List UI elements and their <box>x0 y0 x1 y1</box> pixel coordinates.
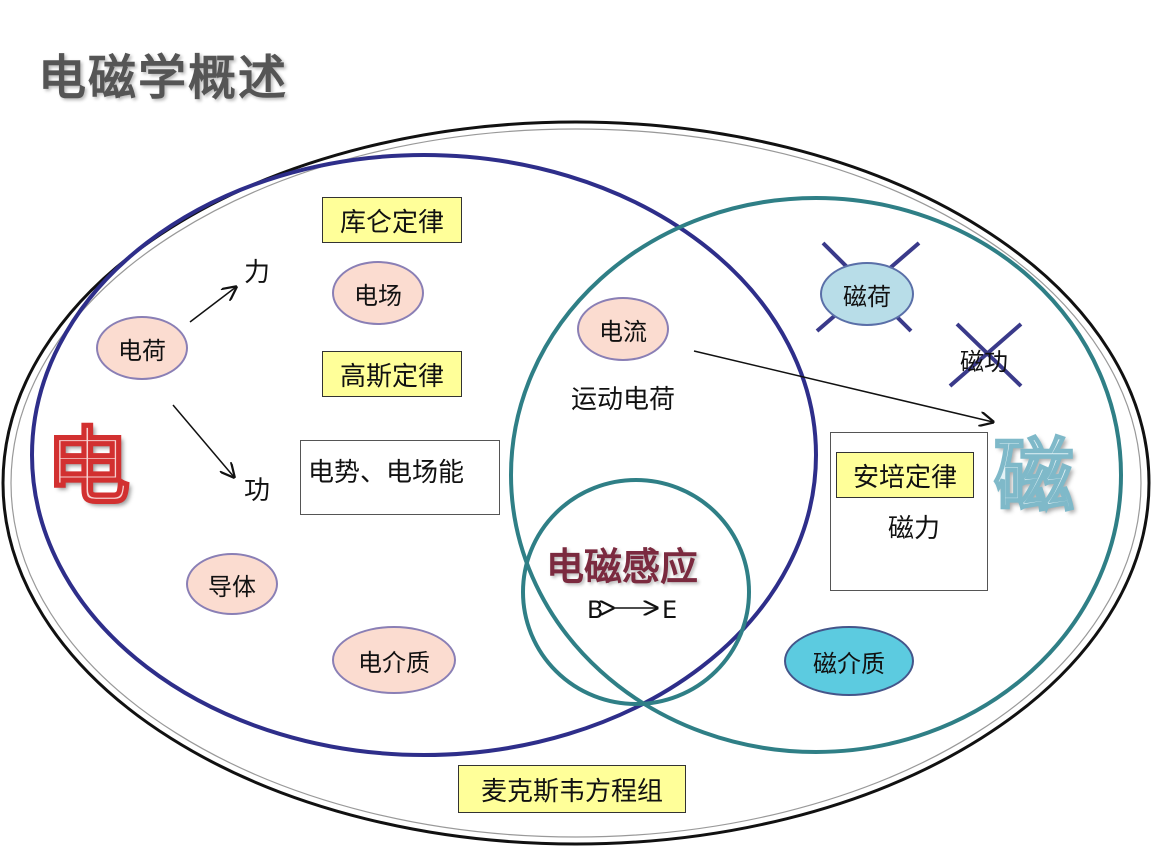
dielectric-node: 电介质 <box>332 626 456 694</box>
magnetic-work-label: 磁功 <box>960 348 1008 376</box>
electric-circle <box>30 153 818 757</box>
work-label: 功 <box>244 476 271 506</box>
arrow-current-to-magnetism <box>693 350 993 422</box>
outer-ellipse <box>1 120 1151 846</box>
electric-charge-label: 电荷 <box>118 336 166 365</box>
cross-magnetic-work-b <box>948 322 1023 388</box>
b-label: B <box>587 596 604 624</box>
conductor-node: 导体 <box>186 553 278 615</box>
magnetic-big-label: 磁 <box>993 429 1075 524</box>
electric-field-node: 电场 <box>332 261 424 325</box>
maxwell-label: 麦克斯韦方程组 <box>480 776 663 807</box>
e-label: E <box>662 596 678 624</box>
magnetic-force-label: 磁力 <box>888 514 941 544</box>
gauss-law-label: 高斯定律 <box>339 361 444 392</box>
potential-label: 电势、电场能 <box>308 458 465 488</box>
dielectric-label: 电介质 <box>358 648 430 677</box>
current-label: 电流 <box>599 317 647 346</box>
page-title: 电磁学概述 <box>38 50 289 106</box>
electric-field-label: 电场 <box>354 281 402 310</box>
induction-title: 电磁感应 <box>546 545 699 589</box>
magnetic-charge-label: 磁荷 <box>843 282 891 311</box>
magnetic-medium-node: 磁介质 <box>784 626 914 696</box>
arrow-charge-to-force <box>189 287 236 323</box>
electric-charge-node: 电荷 <box>96 316 188 380</box>
magnetic-circle <box>509 196 1123 754</box>
moving-charge-label: 运动电荷 <box>571 385 676 415</box>
coulomb-law-box: 库仑定律 <box>322 197 462 243</box>
cross-magnetic-work-a <box>955 322 1023 388</box>
induction-circle <box>521 478 751 706</box>
force-label: 力 <box>244 258 271 288</box>
ampere-law-label: 安培定律 <box>852 462 957 493</box>
maxwell-box: 麦克斯韦方程组 <box>458 765 686 813</box>
magnetic-charge-node: 磁荷 <box>820 262 914 326</box>
arrow-charge-to-work <box>172 404 234 477</box>
potential-box <box>300 440 500 515</box>
magnetic-medium-label: 磁介质 <box>813 649 885 678</box>
electric-big-label: 电 <box>45 417 132 518</box>
current-node: 电流 <box>577 297 669 361</box>
ampere-law-box: 安培定律 <box>836 452 974 498</box>
outer-ellipse-inner-line <box>10 128 1142 838</box>
coulomb-law-label: 库仑定律 <box>339 207 444 238</box>
gauss-law-box: 高斯定律 <box>322 351 462 397</box>
conductor-label: 导体 <box>208 572 256 601</box>
